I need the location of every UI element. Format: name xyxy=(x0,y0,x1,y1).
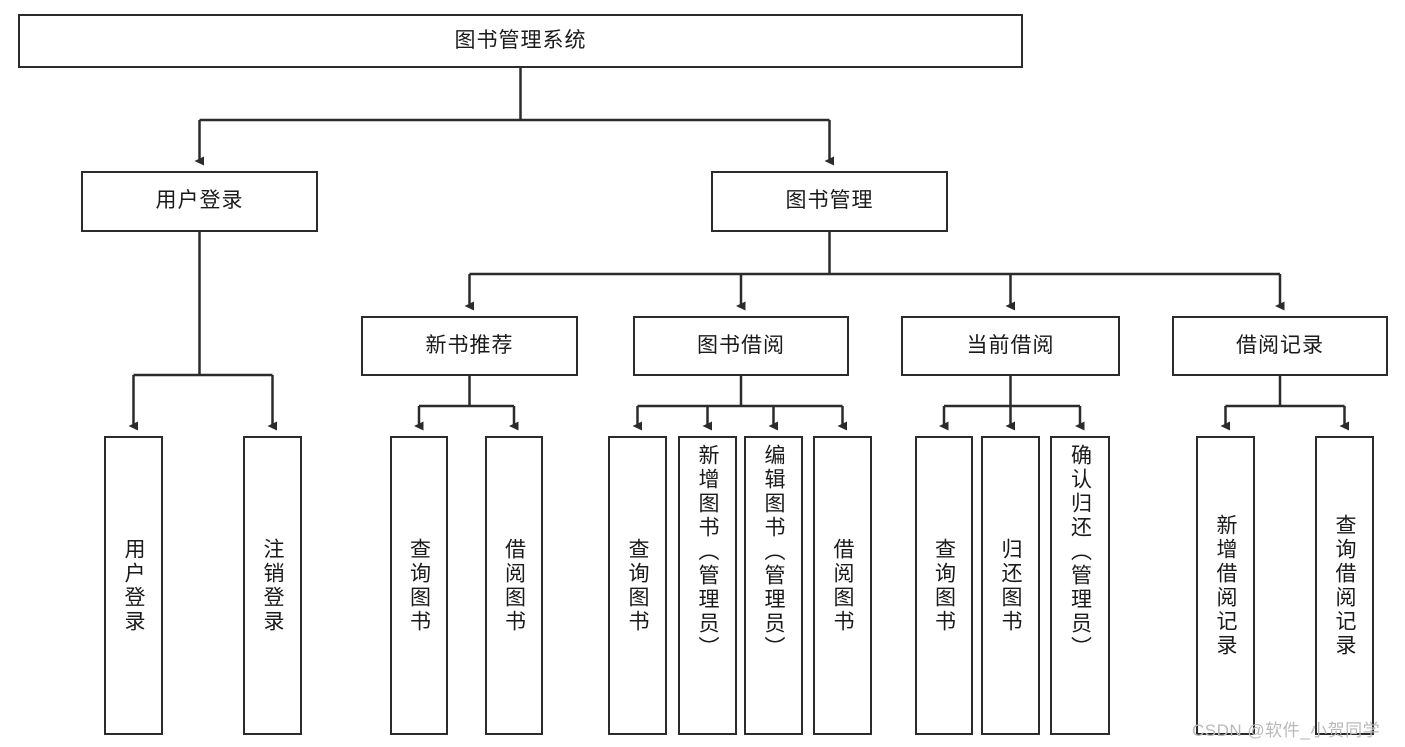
node-l2-user-login: 用户登录 xyxy=(81,171,318,232)
node-label: 借阅图书 xyxy=(831,537,854,634)
node-label: 查询借阅记录 xyxy=(1333,513,1356,658)
node-label: 新书推荐 xyxy=(425,333,514,357)
node-label: 查询图书 xyxy=(407,537,431,634)
node-label: 用户登录 xyxy=(155,189,244,213)
node-label: 确认归还（管理员） xyxy=(1068,444,1092,660)
node-leaf-edit-book-admin: 编辑图书（管理员） xyxy=(744,436,803,735)
node-label: 查询图书 xyxy=(626,537,649,634)
node-leaf-query-book-1: 查询图书 xyxy=(390,436,448,735)
node-l3-borrow-record: 借阅记录 xyxy=(1172,316,1388,376)
node-leaf-logout: 注销登录 xyxy=(243,436,302,735)
node-label: 用户登录 xyxy=(122,537,145,634)
node-label: 借阅图书 xyxy=(502,537,526,634)
node-leaf-query-book-2: 查询图书 xyxy=(608,436,667,735)
node-root: 图书管理系统 xyxy=(18,14,1023,68)
node-l3-current-borrow: 当前借阅 xyxy=(901,316,1120,376)
node-leaf-add-book-admin: 新增图书（管理员） xyxy=(678,436,737,735)
node-leaf-query-borrow-record: 查询借阅记录 xyxy=(1315,436,1374,735)
node-label: 图书管理系统 xyxy=(454,28,587,52)
node-label: 图书借阅 xyxy=(697,333,785,357)
node-leaf-add-borrow-record: 新增借阅记录 xyxy=(1196,436,1255,735)
node-l2-book-mgmt: 图书管理 xyxy=(711,171,948,232)
node-leaf-user-login: 用户登录 xyxy=(104,436,163,735)
node-label: 借阅记录 xyxy=(1236,333,1324,357)
node-label: 新增图书（管理员） xyxy=(696,444,719,660)
node-label: 当前借阅 xyxy=(966,333,1055,357)
node-label: 编辑图书（管理员） xyxy=(762,444,785,660)
node-leaf-confirm-return-admin: 确认归还（管理员） xyxy=(1050,436,1110,735)
node-label: 新增借阅记录 xyxy=(1214,513,1237,658)
node-label: 图书管理 xyxy=(785,189,874,213)
node-leaf-borrow-book-2: 借阅图书 xyxy=(813,436,872,735)
node-label: 查询图书 xyxy=(932,537,956,634)
node-l3-book-borrow: 图书借阅 xyxy=(633,316,849,376)
csdn-watermark: CSDN @软件_小贺同学 xyxy=(1192,721,1381,740)
node-leaf-borrow-book-1: 借阅图书 xyxy=(485,436,543,735)
node-label: 归还图书 xyxy=(999,537,1022,634)
node-leaf-return-book: 归还图书 xyxy=(981,436,1040,735)
node-leaf-query-book-3: 查询图书 xyxy=(915,436,973,735)
node-label: 注销登录 xyxy=(261,537,284,634)
node-l3-new-book-rec: 新书推荐 xyxy=(361,316,578,376)
